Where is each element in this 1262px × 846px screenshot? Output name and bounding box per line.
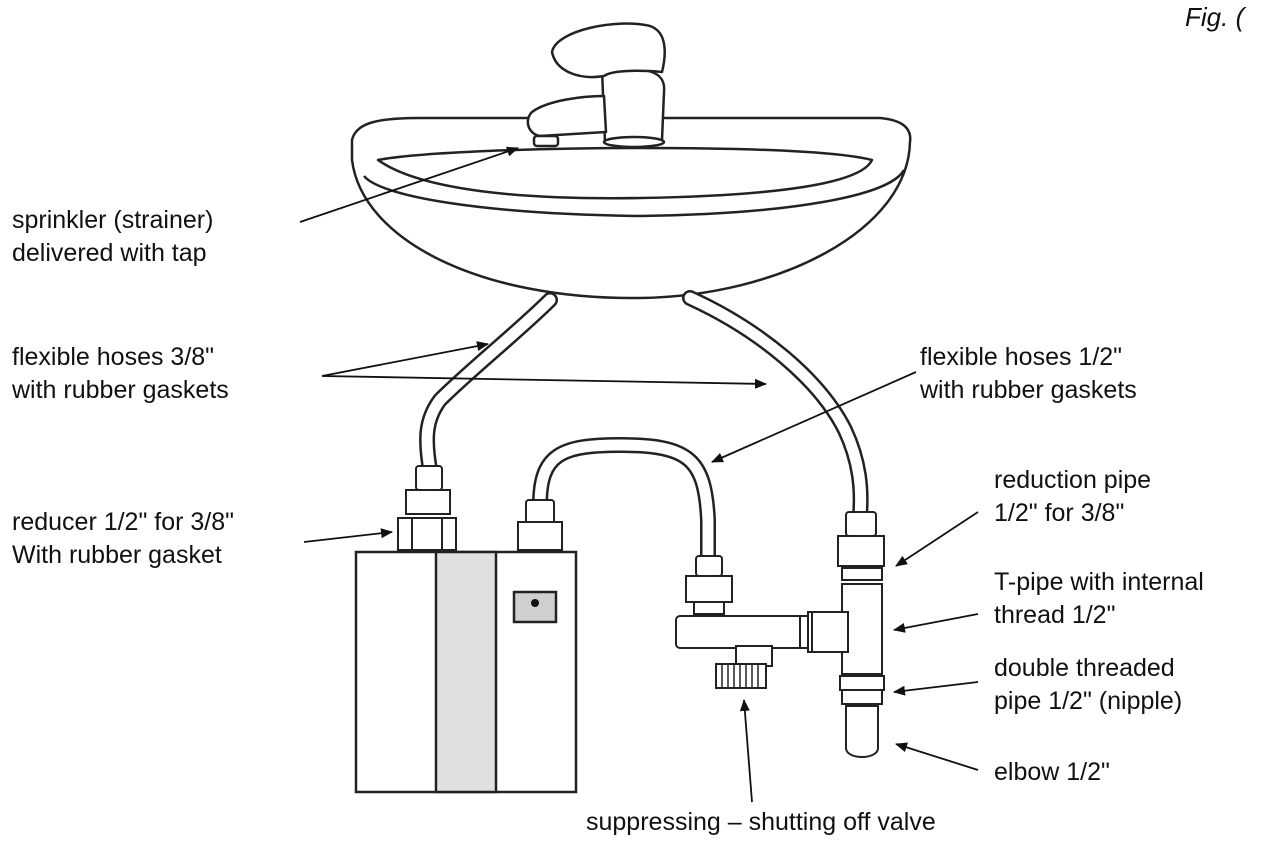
arrow-hose-38-right	[321, 375, 767, 389]
reducer-fitting	[397, 465, 457, 551]
arrow-t-pipe	[893, 613, 979, 633]
t-pipe	[807, 583, 883, 675]
hose-3-8-left	[419, 292, 558, 478]
hose-right	[682, 290, 869, 523]
arrow-reducer	[303, 528, 393, 543]
label-hoses-1-2: flexible hoses 1/2" with rubber gaskets	[920, 343, 1137, 404]
elbow	[845, 705, 879, 758]
arrow-elbow	[895, 742, 979, 771]
washbasin	[350, 116, 912, 300]
arrow-reduction-pipe	[895, 511, 979, 567]
arrow-valve	[739, 699, 753, 803]
hose-1-2-u	[532, 436, 716, 568]
label-t-pipe: T-pipe with internal thread 1/2"	[994, 568, 1204, 629]
label-valve: suppressing – shutting off valve	[586, 808, 936, 836]
label-reduction-pipe: reduction pipe 1/2" for 3/8"	[994, 466, 1152, 527]
arrow-sprinkler	[299, 146, 519, 223]
arrow-hose-38-left	[321, 341, 489, 377]
label-reducer: reducer 1/2" for 3/8" With rubber gasket	[12, 508, 235, 569]
water-heater	[354, 550, 578, 794]
nipple-pipe	[839, 675, 885, 705]
label-elbow: elbow 1/2"	[994, 758, 1110, 786]
label-sprinkler: sprinkler (strainer) delivered with tap	[12, 206, 214, 267]
arrow-hose-12	[711, 371, 917, 463]
label-hoses-3-8: flexible hoses 3/8" with rubber gaskets	[12, 343, 229, 404]
tap	[526, 22, 666, 149]
shut-off-valve	[675, 555, 817, 689]
label-nipple: double threaded pipe 1/2" (nipple)	[994, 654, 1183, 715]
figure-label: Fig. (	[1185, 2, 1245, 32]
heater-outlet-fitting	[517, 499, 563, 551]
reduction-pipe	[837, 511, 885, 581]
arrow-nipple	[893, 681, 979, 696]
